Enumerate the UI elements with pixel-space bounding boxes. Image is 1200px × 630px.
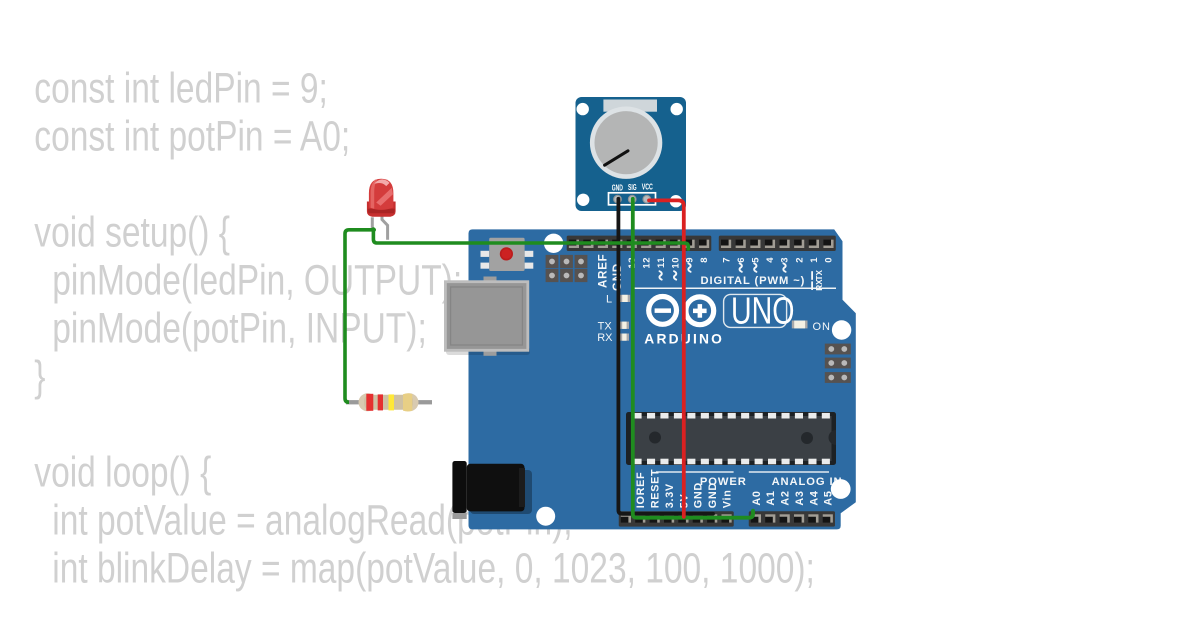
svg-text:10: 10 bbox=[670, 257, 681, 269]
svg-text:const int potPin = A0;: const int potPin = A0; bbox=[34, 112, 350, 160]
svg-text:void setup() {: void setup() { bbox=[34, 208, 230, 256]
svg-text:12: 12 bbox=[641, 257, 652, 269]
svg-text:GND: GND bbox=[612, 184, 623, 193]
svg-text:RX: RX bbox=[597, 332, 613, 344]
svg-text:AREF: AREF bbox=[598, 253, 610, 288]
svg-text:pinMode(ledPin, OUTPUT);: pinMode(ledPin, OUTPUT); bbox=[52, 256, 462, 304]
svg-text:DIGITAL (PWM ~): DIGITAL (PWM ~) bbox=[701, 275, 806, 287]
svg-text:SIG: SIG bbox=[628, 183, 637, 192]
svg-text:A5: A5 bbox=[823, 490, 835, 505]
svg-text:int blinkDelay = map(potValue,: int blinkDelay = map(potValue, 0, 1023, … bbox=[52, 544, 815, 592]
svg-text:5: 5 bbox=[751, 257, 762, 263]
svg-text:RESET: RESET bbox=[650, 469, 662, 509]
svg-text:VCC: VCC bbox=[642, 182, 653, 191]
svg-text:pinMode(potPin, INPUT);: pinMode(potPin, INPUT); bbox=[52, 304, 427, 352]
svg-text:POWER: POWER bbox=[700, 476, 747, 488]
svg-text:0: 0 bbox=[824, 257, 835, 263]
svg-text:GND: GND bbox=[707, 482, 719, 508]
svg-text:11: 11 bbox=[656, 257, 667, 268]
svg-text:A2: A2 bbox=[780, 490, 792, 505]
svg-text:UNO: UNO bbox=[731, 290, 795, 332]
svg-text:9: 9 bbox=[685, 257, 696, 263]
svg-text:A3: A3 bbox=[794, 490, 806, 505]
svg-text:A4: A4 bbox=[808, 490, 820, 505]
svg-text:3.3V: 3.3V bbox=[664, 483, 676, 508]
svg-text:L: L bbox=[606, 294, 612, 306]
svg-text:TX: TX bbox=[815, 269, 824, 280]
svg-text:A1: A1 bbox=[765, 490, 777, 505]
svg-text:IOREF: IOREF bbox=[635, 472, 647, 509]
svg-text:ON: ON bbox=[813, 321, 832, 333]
svg-text:Vin: Vin bbox=[722, 489, 734, 508]
svg-text:8: 8 bbox=[699, 257, 710, 263]
svg-text:A0: A0 bbox=[751, 490, 763, 505]
svg-text:}: } bbox=[34, 352, 45, 400]
svg-text:2: 2 bbox=[794, 257, 805, 263]
svg-text:4: 4 bbox=[765, 257, 776, 263]
svg-text:const int ledPin = 9;: const int ledPin = 9; bbox=[34, 64, 328, 112]
svg-text:TX: TX bbox=[598, 320, 613, 332]
svg-text:3: 3 bbox=[780, 257, 791, 263]
svg-text:RX: RX bbox=[815, 279, 824, 291]
svg-text:ANALOG IN: ANALOG IN bbox=[772, 476, 843, 488]
svg-text:void loop() {: void loop() { bbox=[34, 448, 211, 496]
svg-text:6: 6 bbox=[736, 257, 747, 263]
svg-text:1: 1 bbox=[809, 257, 820, 263]
svg-text:GND: GND bbox=[693, 482, 705, 508]
svg-text:7: 7 bbox=[721, 257, 732, 263]
